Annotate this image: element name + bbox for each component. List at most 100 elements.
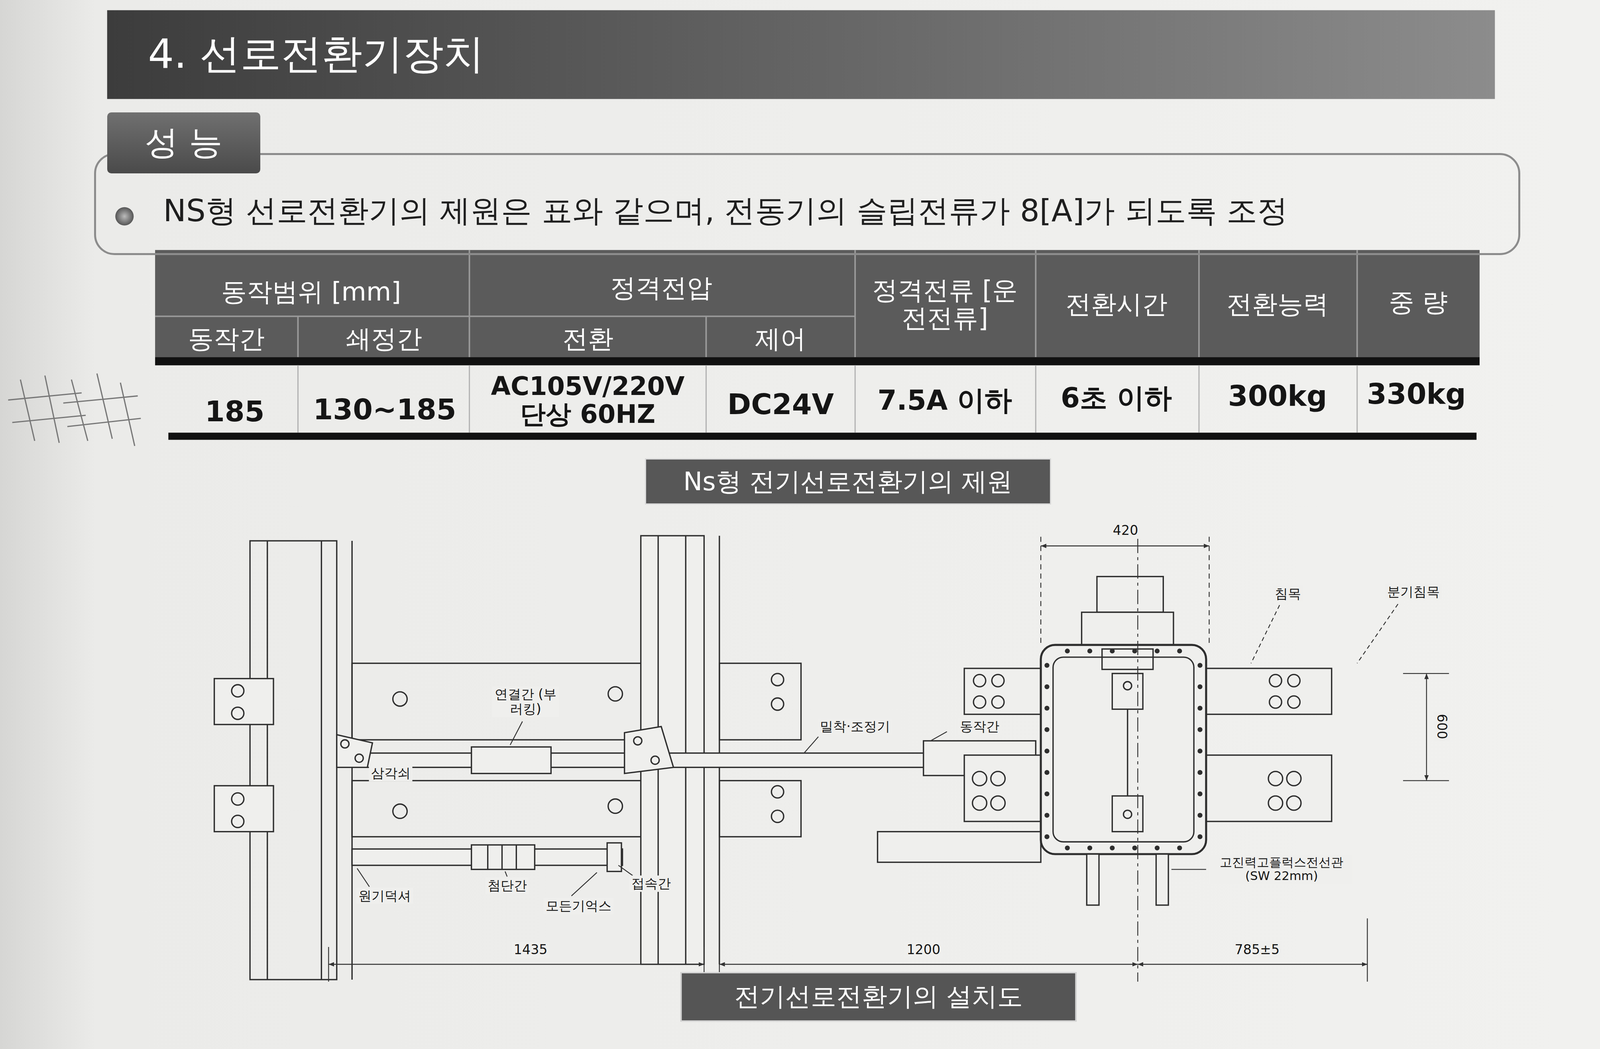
screw-dots	[1044, 727, 1050, 732]
screw-dots	[1197, 684, 1203, 690]
screw-dots	[1197, 748, 1203, 754]
dimension-lines	[1040, 545, 1209, 547]
installation-drawing	[771, 673, 784, 686]
table-header-cell: 중 량	[1388, 288, 1448, 317]
table-header-cell: 정격전류 [운전전류]	[863, 275, 1027, 333]
installation-drawing	[877, 831, 1042, 863]
dimension-lines	[1366, 918, 1368, 982]
screw-dots	[1109, 845, 1115, 851]
installation-drawing	[771, 785, 784, 799]
installation-drawing	[608, 799, 623, 814]
installation-drawing	[487, 845, 489, 870]
part-label: 분기침목	[1385, 583, 1442, 600]
dimension-label: 1435	[511, 941, 550, 959]
installation-drawing	[633, 737, 642, 745]
installation-drawing	[351, 663, 641, 740]
installation-drawing	[393, 804, 408, 819]
part-label: 원기덕셔	[356, 887, 413, 905]
installation-drawing	[471, 845, 535, 870]
table-cell: 130~185	[312, 393, 457, 425]
installation-drawing	[973, 695, 986, 709]
part-label: 연결간 (부러킹)	[491, 686, 560, 718]
table-cell: 185	[204, 395, 265, 427]
leader-lines	[1171, 868, 1207, 870]
table-cell: 300kg	[1228, 380, 1328, 412]
installation-drawing	[771, 697, 784, 711]
table-cell: AC105V/220V 단상 60HZ	[485, 371, 690, 429]
spec-table	[468, 365, 470, 433]
leader-lines	[505, 871, 508, 877]
table-header-cell: 전환	[562, 324, 614, 353]
spec-table	[297, 365, 299, 433]
screw-dots	[1197, 770, 1203, 775]
installation-drawing	[1268, 796, 1283, 811]
section-tab: 성 능	[107, 112, 261, 174]
installation-drawing	[1102, 648, 1154, 670]
installation-drawing	[1123, 810, 1132, 819]
title-bar	[107, 10, 1496, 100]
screw-dots	[1044, 705, 1050, 711]
part-label: 밀착·조정기	[817, 718, 893, 735]
installation-drawing	[771, 810, 784, 823]
installation-drawing	[991, 695, 1005, 709]
spec-table	[168, 432, 1477, 441]
installation-drawing	[991, 674, 1005, 687]
screw-dots	[1197, 662, 1203, 668]
screw-dots	[1044, 648, 1203, 851]
installation-drawing	[351, 780, 641, 838]
leader-lines	[571, 872, 598, 897]
dimension-lines	[328, 947, 329, 982]
installation-drawing	[1269, 674, 1282, 687]
screw-dots	[1065, 648, 1070, 654]
installation-drawing	[515, 845, 517, 870]
spec-table	[1035, 365, 1037, 433]
spec-table	[155, 249, 1480, 358]
installation-drawing	[231, 815, 244, 828]
part-label: 첨단간	[485, 877, 529, 895]
installation-drawing	[719, 663, 802, 740]
leader-lines	[357, 868, 370, 887]
table-header-cell: 동작간	[188, 324, 265, 353]
dimension-label: 420	[1110, 522, 1141, 539]
screw-dots	[1109, 648, 1115, 654]
screw-dots	[1087, 845, 1093, 851]
screw-dots	[1197, 791, 1203, 797]
page-title: 4. 선로전환기장치	[147, 26, 485, 82]
table-caption-box: Ns형 전기선로전환기의 제원	[644, 458, 1052, 505]
table-header-cell: 전환시간	[1065, 290, 1168, 319]
dimension-lines	[1208, 536, 1210, 643]
spec-table	[1198, 249, 1200, 358]
spec-table	[1198, 365, 1200, 433]
table-header-cell: 쇄정간	[345, 324, 423, 353]
node-text: NS형 선로전환기의 제원은 표와 같으며, 전동기의 슬립전류가 8[A]가 …	[163, 190, 1288, 232]
installation-drawing	[1287, 695, 1301, 709]
screw-dots	[1044, 748, 1050, 754]
part-label: 접속간	[629, 875, 673, 893]
spec-table	[298, 365, 1358, 433]
screw-dots	[1197, 727, 1203, 732]
leader-lines	[357, 604, 1398, 897]
spec-table	[854, 365, 856, 433]
dimension-label: 600	[1433, 711, 1451, 742]
installation-drawing	[990, 796, 1006, 811]
table-header-cell: 정격전압	[610, 273, 713, 302]
spec-table	[297, 316, 299, 358]
installation-drawing	[231, 792, 244, 806]
installation-drawing	[718, 535, 720, 965]
installation-drawing	[650, 756, 659, 765]
dimension-lines	[1403, 780, 1449, 781]
screw-dots	[1044, 813, 1050, 818]
node-text: 성 능	[144, 119, 223, 166]
table-header-cell: 동작범위 [mm]	[221, 277, 401, 306]
dimension-lines	[328, 536, 1449, 982]
dimension-lines	[1040, 536, 1042, 643]
dimension-lines	[328, 963, 704, 965]
installation-drawing	[1123, 681, 1132, 690]
dimension-label: 1200	[904, 941, 943, 959]
screw-dots	[1087, 648, 1093, 654]
leader-lines	[618, 865, 633, 876]
installation-drawing	[355, 754, 364, 763]
screw-dots	[1154, 648, 1160, 654]
dimension-lines	[719, 963, 1139, 965]
installation-drawing	[1040, 644, 1207, 855]
